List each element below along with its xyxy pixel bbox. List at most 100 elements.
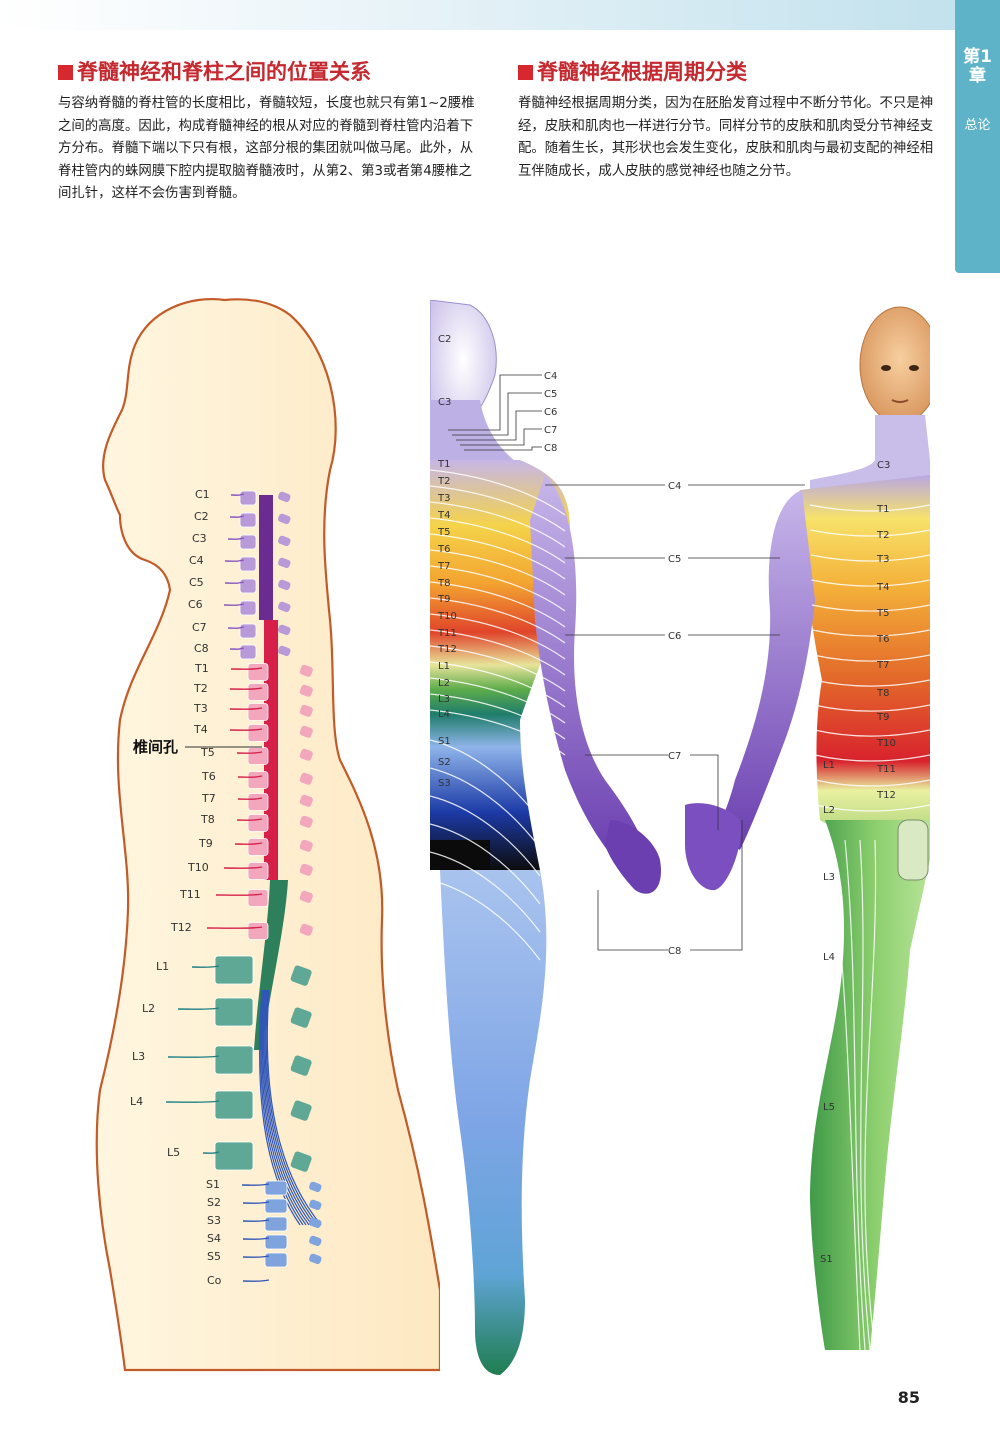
front-stripe-line bbox=[810, 554, 931, 562]
nerve-L5 bbox=[202, 1151, 220, 1154]
back-stripe-line bbox=[429, 677, 566, 724]
spinous-process-L5 bbox=[290, 1151, 312, 1172]
left-section-body: 与容纳脊髓的脊柱管的长度相比，脊髓较短，长度也就只有第1~2腰椎之间的高度。因此… bbox=[58, 96, 475, 202]
nerve-L4 bbox=[165, 1100, 220, 1103]
dermatome-labels: C2C3T1T2T3T4T5T6T7T8T9T10T11T12L1L2L3L4S… bbox=[437, 334, 896, 1265]
front-stripe-line bbox=[812, 629, 931, 637]
top-band bbox=[0, 0, 1000, 30]
nerve-T10 bbox=[223, 866, 263, 869]
nerve-label-T5: T5 bbox=[200, 746, 215, 759]
back-stripe-line bbox=[429, 767, 541, 849]
spinous-process-T6 bbox=[299, 772, 313, 785]
back-dermatome-L3: L3 bbox=[438, 694, 450, 705]
back-stripe-line bbox=[429, 851, 541, 933]
front-leg-stripe-line bbox=[829, 839, 861, 1351]
nerve-label-Co: Co bbox=[207, 1274, 222, 1287]
left-section: 脊髓神经和脊柱之间的位置关系 与容纳脊髓的脊柱管的长度相比，脊髓较短，长度也就只… bbox=[58, 57, 478, 206]
title-square-icon bbox=[518, 65, 533, 80]
cauda-equina-line bbox=[265, 989, 319, 1226]
front-stripe-line bbox=[814, 754, 931, 762]
front-dermatome-L5: L5 bbox=[823, 1102, 835, 1113]
nerve-label-T11: T11 bbox=[179, 888, 201, 901]
nerve-S3 bbox=[242, 1219, 270, 1222]
cauda-equina-line bbox=[261, 989, 307, 1226]
back-dermatome-T1: T1 bbox=[437, 459, 450, 470]
front-stripe-line bbox=[811, 579, 931, 587]
spinous-process-C2 bbox=[278, 513, 291, 525]
back-stripe-line bbox=[429, 795, 541, 877]
spinous-process-L4 bbox=[290, 1100, 312, 1121]
back-stripe-line bbox=[429, 549, 566, 596]
chapter-tab[interactable]: 第1章 总论 bbox=[955, 0, 1000, 273]
nerve-T6 bbox=[237, 775, 263, 778]
nerve-L2 bbox=[177, 1007, 220, 1010]
nerve-C2 bbox=[229, 515, 245, 518]
nerve-label-C6: C6 bbox=[188, 598, 203, 611]
arm-callout-C7: C7 bbox=[668, 751, 681, 762]
front-stripe-line bbox=[812, 654, 931, 662]
back-stripe-line bbox=[429, 709, 566, 756]
callout-C4: C4 bbox=[544, 371, 557, 382]
front-leg-stripe-line bbox=[859, 839, 871, 1351]
vertebra-L4 bbox=[214, 1090, 254, 1120]
spinous-process-T12 bbox=[299, 923, 313, 936]
front-dermatome-T1: T1 bbox=[876, 504, 889, 515]
back-dermatome-C2: C2 bbox=[438, 334, 451, 345]
nerve-T1 bbox=[230, 667, 263, 670]
front-torso bbox=[800, 475, 930, 842]
nerve-T8 bbox=[236, 818, 263, 821]
front-dermatome-S1: S1 bbox=[820, 1254, 833, 1265]
vertebra-T9 bbox=[247, 838, 269, 856]
back-dermatome-lines bbox=[429, 469, 566, 961]
back-dermatome-L1: L1 bbox=[438, 661, 450, 672]
back-dermatome-L4: L4 bbox=[438, 709, 450, 720]
nerve-label-C1: C1 bbox=[195, 488, 210, 501]
back-dermatome-T8: T8 bbox=[437, 578, 450, 589]
nerve-label-C5: C5 bbox=[189, 576, 204, 589]
vertebra-C3 bbox=[239, 534, 257, 550]
cauda-equina-line bbox=[264, 989, 316, 1226]
back-dermatome-T3: T3 bbox=[437, 493, 450, 504]
back-stripe-line bbox=[429, 485, 566, 532]
back-dermatome-T10: T10 bbox=[437, 611, 457, 622]
spinous-process-S3 bbox=[309, 1217, 322, 1229]
arm-callout-line-right-C7 bbox=[690, 754, 719, 830]
nerve-C3 bbox=[227, 537, 245, 540]
right-section: 脊髓神经根据周期分类 脊髓神经根据周期分类，因为在胚胎发育过程中不断分节化。不只… bbox=[518, 57, 943, 183]
chapter-title: 总论 bbox=[964, 118, 991, 133]
vertebra-T5 bbox=[247, 747, 269, 765]
vertebra-C5 bbox=[239, 578, 257, 594]
vertebra-C2 bbox=[239, 512, 257, 528]
spinous-process-C1 bbox=[278, 491, 291, 503]
nerve-T12 bbox=[206, 926, 263, 929]
back-stripe-line bbox=[429, 469, 566, 516]
back-arm bbox=[530, 475, 640, 860]
callout-line-C6 bbox=[456, 410, 542, 441]
front-stripe-line bbox=[809, 504, 931, 512]
back-dermatome-T4: T4 bbox=[437, 510, 450, 521]
nerve-T7 bbox=[237, 797, 263, 800]
spinous-process-T5 bbox=[299, 748, 313, 761]
nerve-label-S2: S2 bbox=[207, 1196, 221, 1209]
front-dermatome-lines bbox=[809, 504, 931, 1351]
back-view bbox=[429, 299, 661, 1375]
front-leg-stripe-line bbox=[864, 839, 877, 1351]
front-hand bbox=[685, 803, 741, 891]
front-stripe-line bbox=[813, 679, 931, 687]
back-leg bbox=[440, 870, 547, 1375]
arm-callout-C8: C8 bbox=[668, 946, 681, 957]
spinous-process-T11 bbox=[299, 890, 313, 903]
back-stripe-line bbox=[429, 823, 541, 905]
spinous-process-T2 bbox=[299, 684, 313, 697]
callout-C8: C8 bbox=[544, 443, 557, 454]
nerve-S4 bbox=[242, 1237, 270, 1240]
back-hand bbox=[605, 820, 661, 894]
nerve-L1 bbox=[191, 965, 220, 968]
vertebra-C8 bbox=[239, 644, 257, 660]
nerve-label-T7: T7 bbox=[201, 792, 216, 805]
vertebra-C4 bbox=[239, 556, 257, 572]
nerve-T11 bbox=[215, 893, 263, 896]
nerve-label-S1: S1 bbox=[206, 1178, 220, 1191]
back-stripe-line bbox=[429, 517, 566, 564]
